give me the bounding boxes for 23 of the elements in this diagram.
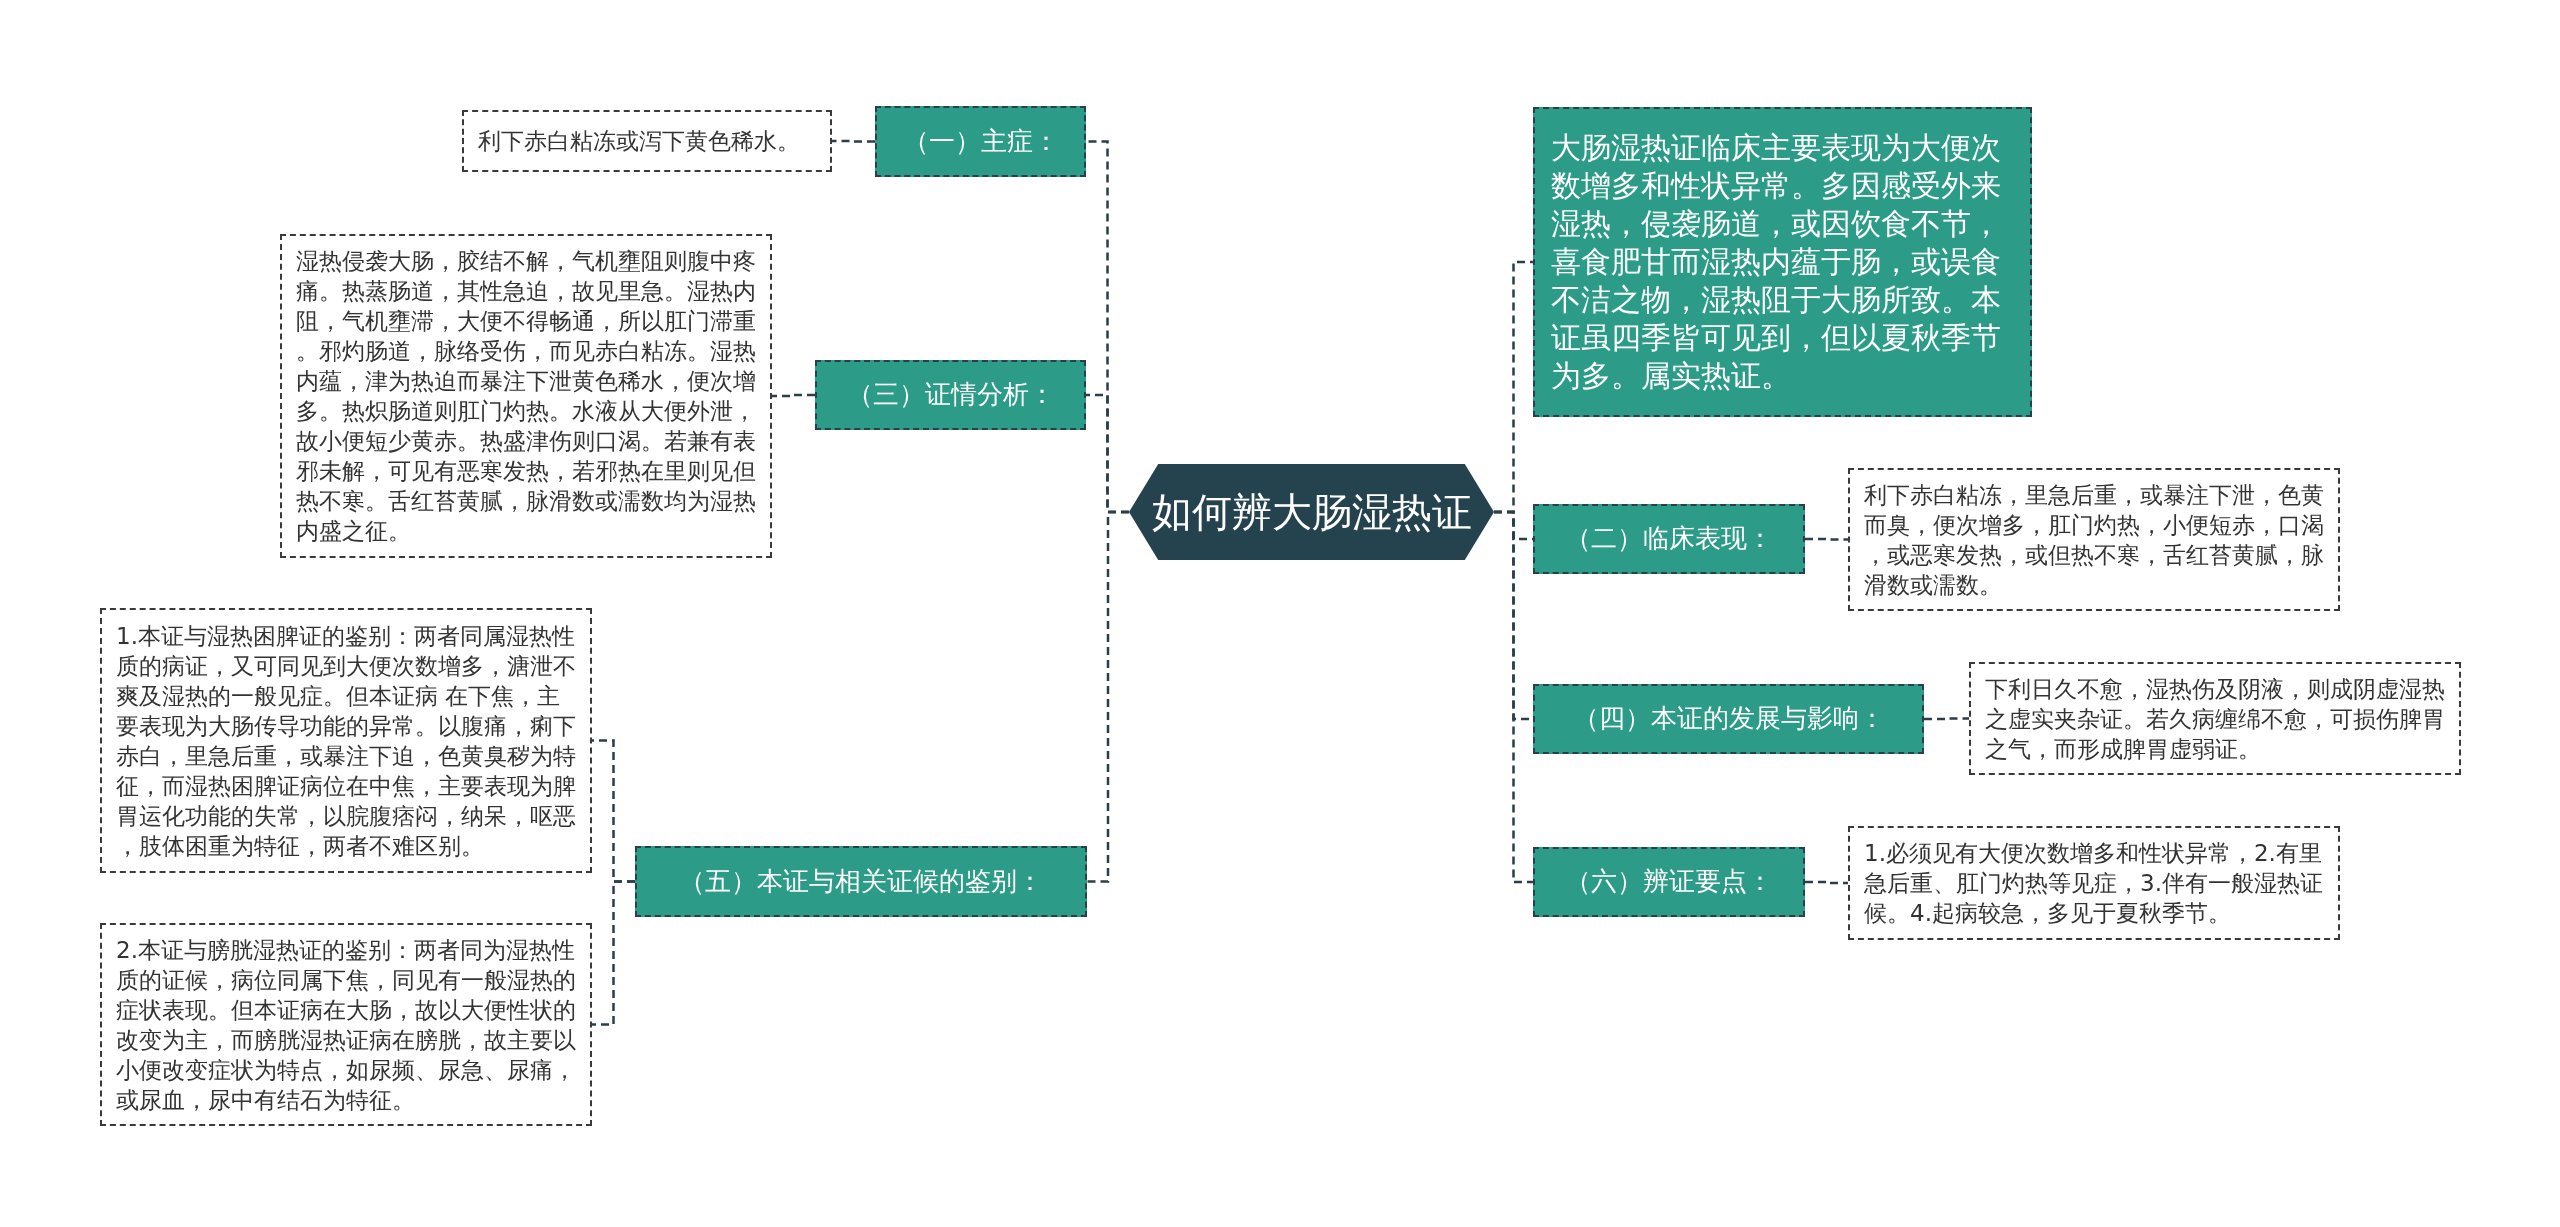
branch-card: （四）本证的发展与影响： <box>1533 684 1924 754</box>
branch-card: （五）本证与相关证候的鉴别： <box>635 846 1087 917</box>
note-card: 利下赤白粘冻，里急后重，或暴注下泄，色黄而臭，便次增多，肛门灼热，小便短赤，口渴，或恶寒发热，或但热不寒，舌红苔黄腻，脉滑数或濡数。 <box>1848 468 2340 611</box>
topic-hexagon: 如何辨大肠湿热证 <box>1129 464 1494 560</box>
connector-line <box>772 393 815 398</box>
connector-line <box>1494 510 1533 884</box>
note-card: 湿热侵袭大肠，胶结不解，气机壅阻则腹中疼痛。热蒸肠道，其性急迫，故见里急。湿热内阻，气机壅滞，大便不得畅通，所以肛门滞重。邪灼肠道，脉络受伤，而见赤白粘冻。湿热内蕴，津为热迫而暴注下泄黄色稀水，便次增多。热炽肠道则肛门灼热。水液从大便外泄，故小便短少黄赤。热盛津伤则口渴。若兼有表邪未解，可见有恶寒发热，若邪热在里则见但热不寒。舌红苔黄腻，脉滑数或濡数均为湿热内盛之征。 <box>280 234 772 558</box>
summary-card: 大肠湿热证临床主要表现为大便次数增多和性状异常。多因感受外来湿热，侵袭肠道，或因饮食不节，喜食肥甘而湿热内蕴于肠，或误食不洁之物，湿热阻于大肠所致。本证虽四季皆可见到，但以夏秋季节为多。属实热证。 <box>1533 107 2032 417</box>
note-card: 下利日久不愈，湿热伤及阴液，则成阴虚湿热之虚实夹杂证。若久病缠绵不愈，可损伤脾胃之气，而形成脾胃虚弱证。 <box>1969 662 2461 775</box>
note-card: 2.本证与膀胱湿热证的鉴别：两者同为湿热性质的证候，病位同属下焦，同见有一般湿热的症状表现。但本证病在大肠，故以大便性状的改变为主，而膀胱湿热证病在膀胱，故主要以小便改变症状为特点，如尿频、尿急、尿痛，或尿血，尿中有结石为特征。 <box>100 923 592 1126</box>
branch-card: （六）辨证要点： <box>1533 847 1805 917</box>
connector-line <box>1087 510 1129 883</box>
branch-card: （一）主症： <box>875 106 1086 177</box>
connector-line <box>832 139 875 143</box>
note-card: 1.本证与湿热困脾证的鉴别：两者同属湿热性质的病证，又可同见到大便次数增多，溏泄不爽及湿热的一般见症。但本证病 在下焦，主要表现为大肠传导功能的异常。以腹痛，痢下赤白，里急后重，或暴注下迫，色黄臭秽为特征，而湿热困脾证病位在中焦，主要表现为脾胃运化功能的失常，以脘腹痞闷，纳呆，呕恶，肢体困重为特征，两者不难区别。 <box>100 608 592 873</box>
connector-line <box>1805 880 1848 885</box>
connector-line <box>1805 537 1848 541</box>
branch-card: （三）证情分析： <box>815 360 1086 430</box>
branch-card: （二）临床表现： <box>1533 504 1805 574</box>
note-card: 利下赤白粘冻或泻下黄色稀水。 <box>462 110 832 172</box>
connector-line <box>592 880 635 1026</box>
note-card: 1.必须见有大便次数增多和性状异常，2.有里急后重、肛门灼热等见症，3.伴有一般湿热证候。4.起病较急，多见于夏秋季节。 <box>1848 826 2340 940</box>
connector-line <box>1924 717 1969 721</box>
